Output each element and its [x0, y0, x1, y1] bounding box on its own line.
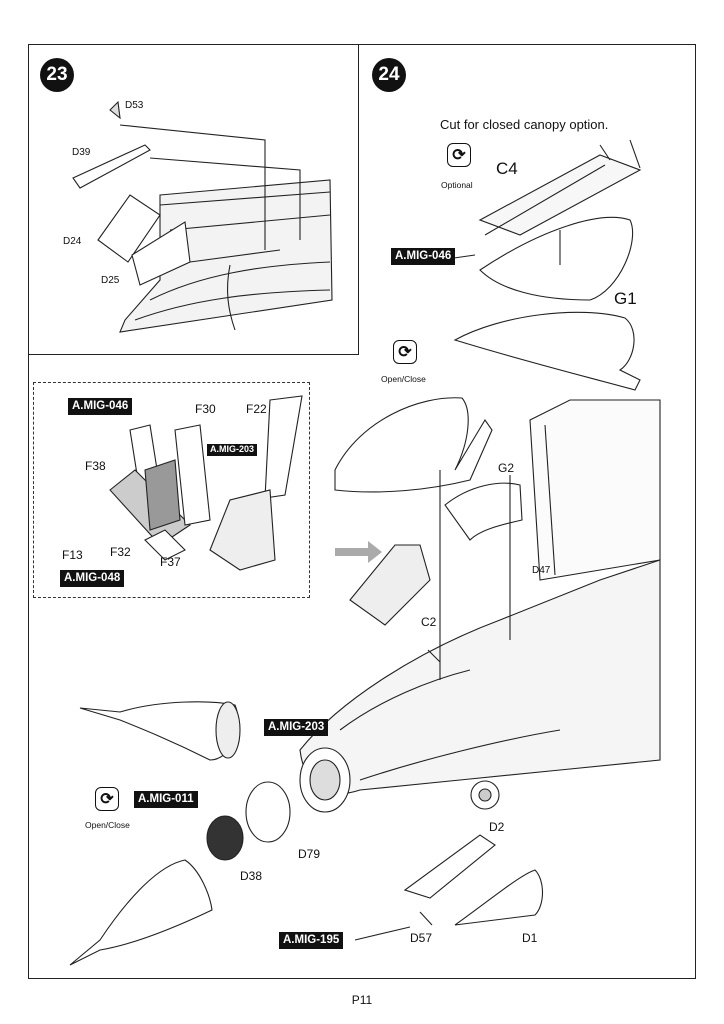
- open-close-caption-upper: Open/Close: [381, 374, 426, 384]
- refresh-icon: ⟳: [447, 143, 471, 167]
- part-label-f30: F30: [195, 402, 216, 416]
- page-number: P11: [351, 993, 373, 1007]
- step-23-panel: [28, 44, 359, 355]
- part-label-d24: D24: [63, 236, 82, 247]
- open-close-caption-lower: Open/Close: [85, 820, 130, 830]
- part-label-g1: G1: [614, 289, 637, 308]
- part-label-f22: F22: [246, 402, 267, 416]
- part-label-d79: D79: [298, 847, 321, 861]
- tag-mig048: A.MIG-048: [60, 570, 125, 587]
- part-label-d38: D38: [240, 869, 263, 883]
- part-label-f32: F32: [110, 545, 131, 559]
- part-label-d2: D2: [489, 820, 505, 834]
- cut-note: Cut for closed canopy option.: [440, 117, 609, 132]
- step-23-number: 23: [40, 58, 74, 92]
- part-label-d39: D39: [72, 147, 91, 158]
- refresh-icon: ⟳: [393, 340, 417, 364]
- part-label-d25: D25: [101, 275, 120, 286]
- page-frame: [28, 44, 696, 979]
- optional-caption: Optional: [441, 180, 473, 190]
- tag-mig046-seat: A.MIG-046: [68, 398, 133, 415]
- part-label-d53: D53: [125, 100, 144, 111]
- part-label-d57: D57: [410, 931, 433, 945]
- part-label-f37: F37: [160, 555, 181, 569]
- tag-mig203-nose: A.MIG-203: [264, 719, 329, 736]
- part-label-c4: C4: [496, 159, 518, 178]
- part-label-f13: F13: [62, 548, 83, 562]
- part-label-g2: G2: [498, 461, 515, 475]
- tag-mig011: A.MIG-011: [134, 791, 198, 808]
- step-24-number: 24: [372, 58, 406, 92]
- tag-mig203-seat: A.MIG-203: [207, 444, 258, 456]
- tag-mig046-canopy: A.MIG-046: [391, 248, 456, 265]
- part-label-d47: D47: [532, 565, 551, 576]
- part-label-f38: F38: [85, 459, 106, 473]
- part-label-c2: C2: [421, 615, 437, 629]
- tag-mig195: A.MIG-195: [279, 932, 344, 949]
- part-label-d1: D1: [522, 931, 538, 945]
- seat-options-inset: [33, 382, 310, 598]
- refresh-icon: ⟳: [95, 787, 119, 811]
